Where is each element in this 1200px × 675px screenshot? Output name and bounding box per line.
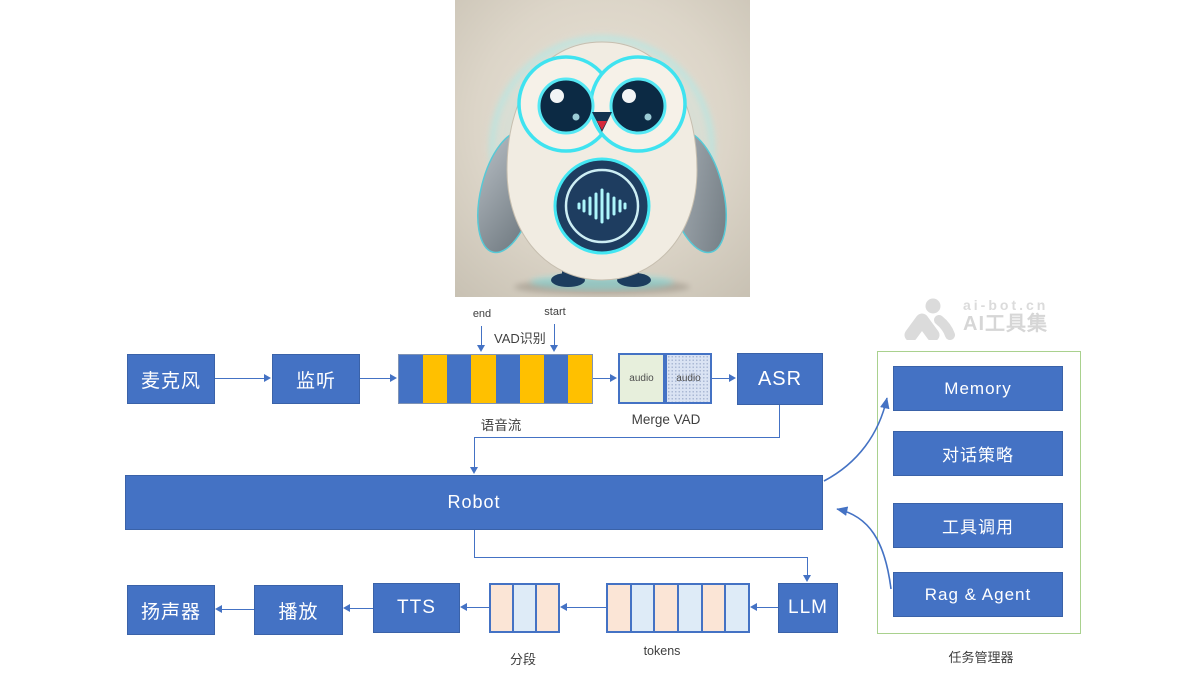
- cell-yellow: [567, 355, 592, 403]
- vad-end-label: end: [472, 308, 492, 320]
- cell-yellow: [519, 355, 544, 403]
- node-play: 播放: [254, 585, 343, 635]
- tokens-strip: [606, 583, 750, 633]
- arrowhead-llm-tokens: [750, 603, 757, 611]
- cell-peach: [537, 585, 558, 631]
- watermark: ai-bot.cn AI工具集: [903, 298, 1048, 340]
- audio-chunk-right: audio: [665, 353, 712, 404]
- arrowhead-vad-start: [550, 345, 558, 352]
- audio-chunk-left: audio: [618, 353, 665, 404]
- arrow-mic-listen: [215, 378, 265, 379]
- arrowhead-stream-audio: [610, 374, 617, 382]
- line-into-robot: [474, 437, 475, 467]
- tm-item-tool-call: 工具调用: [893, 503, 1063, 548]
- node-llm: LLM: [778, 583, 838, 633]
- arrowhead-audio-asr: [729, 374, 736, 382]
- cell-yellow: [471, 355, 496, 403]
- audio-stream-strip: [398, 354, 593, 404]
- tokens-label: tokens: [643, 644, 681, 658]
- line-asr-down: [779, 405, 780, 437]
- arrow-play-speaker: [222, 609, 254, 610]
- cell-lightblue: [514, 585, 537, 631]
- arrowhead-into-robot: [470, 467, 478, 474]
- vad-start-label: start: [544, 306, 566, 318]
- arrow-segments-tts: [467, 607, 489, 608]
- arrowhead-segments-tts: [460, 603, 467, 611]
- arrow-vad-end: [481, 326, 482, 346]
- tm-item-rag-agent: Rag & Agent: [893, 572, 1063, 617]
- cell-yellow: [423, 355, 448, 403]
- arrowhead-play-speaker: [215, 605, 222, 613]
- arrow-llm-tokens: [757, 607, 778, 608]
- vad-title-label: VAD识别: [494, 331, 546, 346]
- arrow-listen-stream: [360, 378, 391, 379]
- node-asr: ASR: [737, 353, 823, 405]
- cell-blue: [495, 355, 520, 403]
- merge-vad-label: Merge VAD: [631, 412, 701, 427]
- line-into-llm: [807, 557, 808, 575]
- audio-stream-label: 语音流: [480, 418, 522, 433]
- cell-peach: [702, 585, 727, 631]
- line-robot-down: [474, 530, 475, 557]
- node-robot: Robot: [125, 475, 823, 530]
- segments-strip: [489, 583, 560, 633]
- cell-peach: [655, 585, 680, 631]
- cell-peach: [491, 585, 514, 631]
- owl-robot-image: [455, 0, 750, 297]
- line-asr-across: [474, 437, 780, 438]
- arrow-tokens-segments: [567, 607, 606, 608]
- cell-lightblue: [726, 585, 749, 631]
- watermark-brand: AI工具集: [963, 313, 1048, 335]
- node-microphone: 麦克风: [127, 354, 215, 404]
- segments-label: 分段: [509, 652, 536, 667]
- cell-lightblue: [679, 585, 703, 631]
- node-speaker: 扬声器: [127, 585, 215, 635]
- tm-item-memory: Memory: [893, 366, 1063, 411]
- arrowhead-mic-listen: [264, 374, 271, 382]
- arrow-stream-audio: [593, 378, 611, 379]
- cell-lightblue: [631, 585, 656, 631]
- arrowhead-tokens-segments: [560, 603, 567, 611]
- node-listen: 监听: [272, 354, 360, 404]
- arrowhead-vad-end: [477, 345, 485, 352]
- tm-item-dialog-strategy: 对话策略: [893, 431, 1063, 476]
- arrow-vad-start: [554, 324, 555, 346]
- task-manager-label: 任务管理器: [948, 650, 1014, 665]
- arrowhead-into-llm: [803, 575, 811, 582]
- merge-vad-group: audio audio: [618, 353, 712, 404]
- arrowhead-tts-play: [343, 604, 350, 612]
- cell-blue: [399, 355, 424, 403]
- line-robot-across: [474, 557, 808, 558]
- arrowhead-listen-stream: [390, 374, 397, 382]
- watermark-site: ai-bot.cn: [963, 297, 1049, 313]
- ai-bot-logo-icon: [904, 298, 955, 340]
- cell-blue: [447, 355, 472, 403]
- arrow-audio-asr: [712, 378, 730, 379]
- arrow-tts-play: [350, 608, 373, 609]
- node-tts: TTS: [373, 583, 460, 633]
- cell-peach: [608, 585, 632, 631]
- cell-blue: [543, 355, 568, 403]
